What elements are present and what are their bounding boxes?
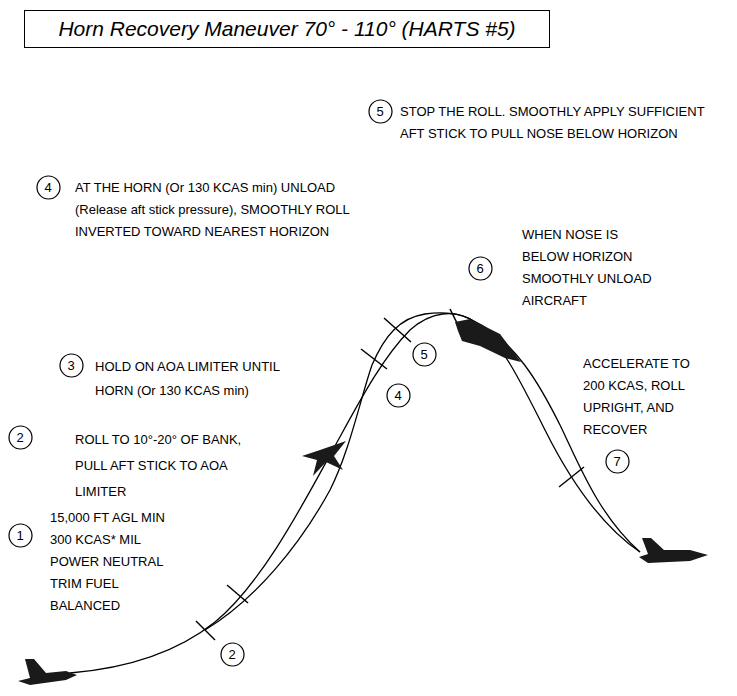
callout-number: 1 bbox=[16, 528, 23, 543]
callout-circle-outline bbox=[606, 450, 629, 473]
callout-circle: 2 bbox=[8, 425, 33, 450]
callout-circle: 2 bbox=[220, 642, 245, 667]
aircraft-silhouette bbox=[639, 538, 708, 563]
callout-text-holder: 2 bbox=[8, 425, 33, 450]
callout-circle-outline bbox=[9, 426, 32, 449]
callout-circle: 1 bbox=[8, 523, 33, 548]
callout-text-holder: 7 bbox=[605, 449, 630, 474]
callout-circle-outline bbox=[387, 384, 410, 407]
callout-circle-outline bbox=[9, 524, 32, 547]
tick-mark bbox=[196, 621, 215, 640]
callout-text-holder: 5 bbox=[412, 342, 437, 367]
callout-text-holder: 3 bbox=[59, 353, 84, 378]
callout-circle-outline bbox=[37, 176, 60, 199]
title-box: Horn Recovery Maneuver 70° - 110° (HARTS… bbox=[24, 10, 550, 48]
callout-text-holder: 1 bbox=[8, 523, 33, 548]
callout-circle: 5 bbox=[368, 99, 393, 124]
callout-number: 3 bbox=[67, 358, 74, 373]
callout-circle: 5 bbox=[412, 342, 437, 367]
callout-number: 5 bbox=[420, 347, 427, 362]
flight-path bbox=[70, 314, 640, 673]
instruction-note: HOLD ON AOA LIMITER UNTIL HORN (Or 130 K… bbox=[95, 355, 310, 403]
callout-circle: 3 bbox=[59, 353, 84, 378]
callout-number: 7 bbox=[613, 454, 620, 469]
callout-number: 5 bbox=[376, 104, 383, 119]
tick-mark bbox=[384, 318, 411, 342]
aircraft-silhouette bbox=[18, 659, 77, 685]
callout-text-holder: 6 bbox=[468, 256, 493, 281]
callout-number: 4 bbox=[394, 388, 401, 403]
instruction-note: ACCELERATE TO 200 KCAS, ROLL UPRIGHT, AN… bbox=[583, 353, 715, 441]
tick-mark bbox=[227, 585, 248, 603]
callout-number: 6 bbox=[476, 261, 483, 276]
instruction-note: WHEN NOSE IS BELOW HORIZON SMOOTHLY UNLO… bbox=[522, 224, 654, 312]
callout-text-holder: 2 bbox=[220, 642, 245, 667]
tick-mark bbox=[559, 467, 584, 487]
callout-number: 2 bbox=[16, 430, 23, 445]
callout-circle: 7 bbox=[605, 449, 630, 474]
instruction-note: STOP THE ROLL. SMOOTHLY APPLY SUFFICIENT… bbox=[400, 101, 718, 145]
callout-circle-outline bbox=[413, 343, 436, 366]
callout-text-holder: 5 bbox=[368, 99, 393, 124]
callout-circle-outline bbox=[60, 354, 83, 377]
callout-circle: 4 bbox=[36, 175, 61, 200]
aircraft-silhouette bbox=[455, 319, 521, 362]
aircraft-silhouette bbox=[302, 441, 346, 476]
instruction-note: ROLL TO 10°-20° OF BANK, PULL AFT STICK … bbox=[75, 427, 271, 505]
callout-text-holder: 4 bbox=[386, 383, 411, 408]
callout-number: 2 bbox=[228, 647, 235, 662]
callout-circle: 6 bbox=[468, 256, 493, 281]
title-text: Horn Recovery Maneuver 70° - 110° (HARTS… bbox=[58, 17, 515, 41]
callout-circle: 4 bbox=[386, 383, 411, 408]
instruction-note: AT THE HORN (Or 130 KCAS min) UNLOAD (Re… bbox=[75, 177, 367, 243]
callout-text-holder: 4 bbox=[36, 175, 61, 200]
instruction-note: 15,000 FT AGL MIN 300 KCAS* MIL POWER NE… bbox=[50, 507, 180, 617]
callout-circle-outline bbox=[369, 100, 392, 123]
callout-circle-outline bbox=[469, 257, 492, 280]
tick-mark bbox=[361, 349, 387, 369]
callout-number: 4 bbox=[44, 180, 51, 195]
callout-circle-outline bbox=[221, 643, 244, 666]
